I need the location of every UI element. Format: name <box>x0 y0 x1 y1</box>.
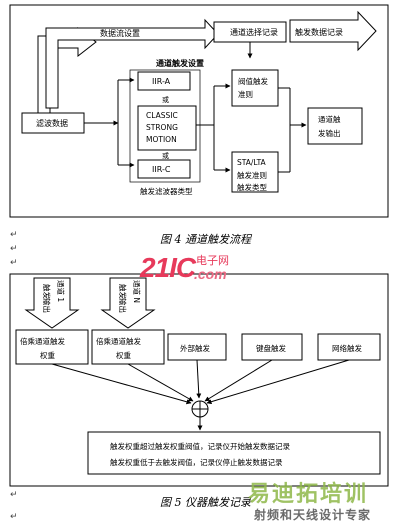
label-classic: CLASSIC <box>146 111 178 120</box>
classic-strong-motion-box <box>137 105 197 151</box>
label-trigger-out-1a: 触发 <box>42 284 52 299</box>
label-channel-trigger-setting: 通道触发设置 <box>156 58 204 68</box>
label-threshold-rule-1: 阀值触发 <box>238 76 268 86</box>
label-trigger-type: 触发类型 <box>237 182 267 192</box>
label-multiply-weight-1b: 权重 <box>40 350 55 360</box>
multiply-weight-n-box <box>91 329 165 365</box>
label-sta-lta-2: 触发准则 <box>237 170 267 180</box>
label-threshold-rule-2: 准则 <box>238 89 253 99</box>
label-trigger-out-1b: 输出 <box>42 298 52 313</box>
label-channel-trigger-out-1: 通道触 <box>318 114 341 124</box>
label-channel-1: 通道 1 <box>56 280 66 302</box>
label-data-stream-setting: 数据流设置 <box>100 28 140 38</box>
label-channel-n: 通道 N <box>132 280 142 303</box>
figure4-caption: 图 4 通道触发流程 <box>160 233 251 246</box>
watermark-21ic-logo: 21IC <box>140 252 196 283</box>
para-mark-5: ↵ <box>10 512 18 522</box>
figure5-caption: 图 5 仪器触发记录 <box>160 496 251 509</box>
channel-1-arrow <box>24 277 80 329</box>
multiply-weight-1-box <box>15 329 89 365</box>
label-channel-trigger-out-2: 发输出 <box>318 128 341 138</box>
para-mark-3: ↵ <box>10 258 18 268</box>
para-mark-2: ↵ <box>10 244 18 254</box>
label-filter-type: 触发滤波器类型 <box>140 186 193 196</box>
para-mark-1: ↵ <box>10 230 18 240</box>
label-motion: MOTION <box>146 135 177 144</box>
label-strong: STRONG <box>146 123 178 132</box>
label-trigger-data-record: 触发数据记录 <box>295 27 343 37</box>
label-or-2: 或 <box>162 151 169 160</box>
trigger-result-box <box>87 431 381 475</box>
sta-lta-box <box>231 151 279 193</box>
label-external-trigger: 外部触发 <box>180 343 210 353</box>
label-network-trigger: 网络触发 <box>332 343 362 353</box>
data-stream-arrow <box>45 18 219 109</box>
label-result-line-2: 触发权重低于去触发阀值，记录仪停止触发数据记录 <box>110 457 283 467</box>
channel-trigger-output-box <box>307 107 363 145</box>
label-multiply-weight-nb: 权重 <box>116 350 131 360</box>
watermark-edatop-logo: 易迪拓培训 <box>248 482 369 507</box>
label-keyboard-trigger: 键盘触发 <box>256 343 286 353</box>
label-multiply-weight-na: 倍乘通道触发 <box>96 336 141 346</box>
threshold-rule-box <box>231 69 279 107</box>
label-sta-lta-1: STA/LTA <box>237 158 267 167</box>
network-trigger-box <box>317 333 381 361</box>
trigger-data-record-arrow <box>289 10 377 52</box>
label-trigger-out-nb: 输出 <box>118 298 128 313</box>
watermark-21ic-com: .com <box>194 266 227 282</box>
label-or-1: 或 <box>162 95 169 104</box>
label-trigger-out-na: 触发 <box>118 284 128 299</box>
label-multiply-weight-1a: 倍乘通道触发 <box>20 336 65 346</box>
label-iir-c: IIR-C <box>152 165 171 174</box>
channel-n-arrow <box>100 277 156 329</box>
iir-c-box <box>137 159 191 179</box>
filter-options-group <box>129 69 201 183</box>
watermark-edatop-sub: 射频和天线设计专家 <box>254 508 372 522</box>
para-mark-4: ↵ <box>10 490 18 500</box>
iir-a-box <box>137 71 191 91</box>
label-channel-select-record: 通道选择记录 <box>230 27 278 37</box>
label-result-line-1: 触发权重超过触发权重阀值，记录仪开始触发数据记录 <box>110 441 290 451</box>
label-iir-a: IIR-A <box>152 77 171 86</box>
label-filter-data: 滤波数据 <box>36 118 68 128</box>
watermark-21ic-sub: 电子网 <box>196 254 229 267</box>
